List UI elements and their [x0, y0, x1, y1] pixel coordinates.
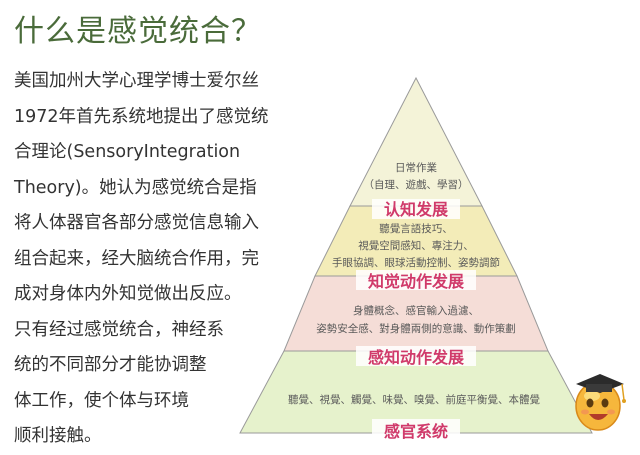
description-line: 统的不同部分才能协调整: [14, 355, 207, 375]
description-line: 合理论(SensoryIntegration: [14, 142, 241, 162]
description-line: Theory)。她认为感觉统合是指: [14, 177, 257, 198]
tier-3-text: 姿勢安全感、對身體兩側的意識、動作策劃: [316, 322, 516, 335]
tier-2-text: 手眼協調、眼球活動控制、姿勢調節: [332, 256, 500, 269]
tier-3-label-bg: [356, 346, 476, 366]
graduate-smiley-icon: [575, 374, 626, 431]
description-line: 1972年首先系统地提出了感觉统: [14, 106, 269, 127]
description-line: 体工作，使个体与环境: [14, 390, 189, 411]
tier-2-text: 聽覺言語技巧、: [379, 222, 453, 235]
tier-1-label: 认知发展: [384, 200, 449, 219]
description-text: 美国加州大学心理学博士爱尔丝 1972年首先系统地提出了感觉统 合理论(Sens…: [14, 64, 294, 455]
tier-1-label-bg: [372, 199, 460, 219]
description-line: 将人体器官各部分感觉信息输入: [14, 213, 259, 233]
page-title: 什么是感觉统合？: [14, 14, 262, 49]
tier-2-label: 知觉动作发展: [368, 272, 465, 291]
description-line: 顺利接触。: [14, 426, 102, 446]
description-line: 只有经过感觉统合，神经系: [14, 319, 224, 340]
description-line: 美国加州大学心理学博士爱尔丝: [14, 71, 259, 91]
tier-1-text: （自理、遊戲、學習）: [364, 178, 469, 191]
tier-3-text: 身體概念、感官輸入過濾、: [353, 304, 479, 317]
tier-1-text: 日常作業: [395, 161, 437, 174]
tier-4-label: 感官系统: [384, 422, 448, 441]
tier-4-label-bg: [372, 419, 460, 441]
description-line: 成对身体内外知觉做出反应。: [14, 284, 242, 304]
tier-2-label-bg: [356, 270, 476, 290]
tier-4-text: 聽覺、視覺、觸覺、味覺、嗅覺、前庭平衡覺、本體覺: [288, 393, 540, 406]
tier-3-label: 感知动作发展: [368, 348, 465, 367]
tier-2-text: 視覺空間感知、專注力、: [358, 239, 474, 252]
description-line: 组合起来，经大脑统合作用，完: [14, 248, 259, 269]
